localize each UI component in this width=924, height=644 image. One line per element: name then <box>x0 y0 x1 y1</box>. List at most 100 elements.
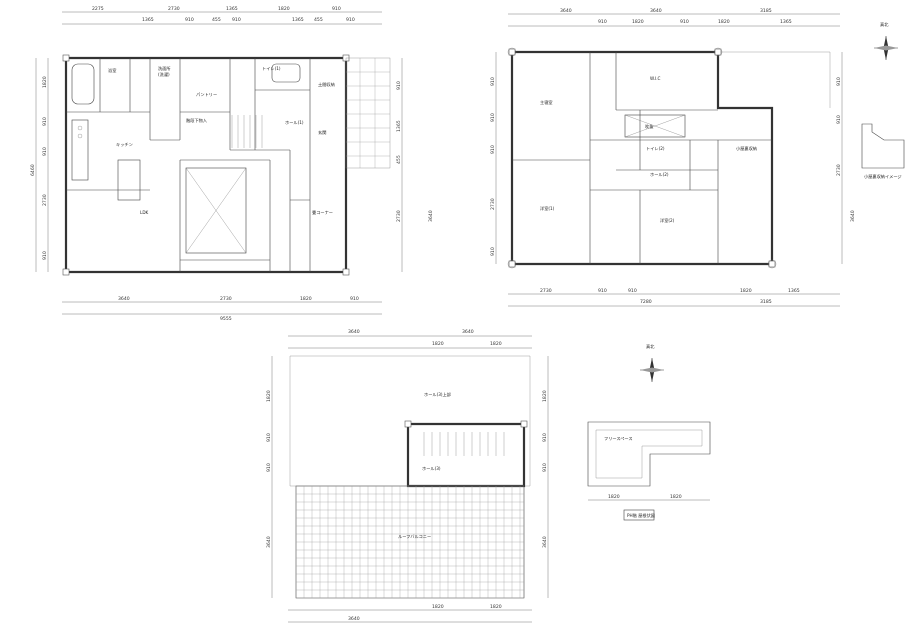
plan2-void <box>624 114 686 138</box>
plan1-right-dim: 455 <box>396 155 402 164</box>
plan3-left-dim: 1820 <box>266 390 272 402</box>
plan3-right-dim: 1820 <box>542 390 548 402</box>
plan2-left-dim: 910 <box>490 247 496 256</box>
attic-caption: 小屋裏収納イメージ <box>864 173 902 180</box>
third-floor-plan: 3640 3640 1820 1820 ホール(3) ルー <box>266 329 664 623</box>
plan2-right-dim: 910 <box>836 77 842 86</box>
plan1-bottom-dim: 2730 <box>220 296 232 302</box>
kitchen-counter <box>71 119 89 181</box>
plan1-left-dim: 910 <box>42 117 48 126</box>
plan1-top-dim: 910 <box>346 17 355 23</box>
plan2-top-dim: 3185 <box>760 8 772 14</box>
plan1-top-dim: 1365 <box>142 17 154 23</box>
north-label: 真北 <box>880 21 889 28</box>
room-label: ルーフバルコニー <box>398 534 431 539</box>
room-label: 浴室 <box>108 67 116 74</box>
room-label: (洗濯) <box>158 71 170 78</box>
bathtub <box>71 63 95 105</box>
plan1-left-dim: 910 <box>42 251 48 260</box>
room-label: LDK <box>140 210 149 215</box>
plan3-stairs <box>423 432 505 456</box>
plan1-right-dim: 910 <box>396 81 402 90</box>
plan1-top-dim: 1365 <box>292 17 304 23</box>
plan1-top-dim: 1365 <box>226 6 238 12</box>
room-label: キッチン <box>116 142 133 147</box>
plan1-left-dim: 910 <box>42 147 48 156</box>
plan3-top-dim: 1820 <box>490 341 502 347</box>
room-note: ホール(3)上部 <box>424 391 451 398</box>
room-label: ホール(2) <box>650 172 669 177</box>
room-label: 吹抜 <box>645 123 654 130</box>
plan1-left-total: 6460 <box>30 164 36 176</box>
plan3-bottom-total: 3640 <box>348 616 360 622</box>
plan1-bottom-dim: 910 <box>350 296 359 302</box>
plan1-top-dims-row1: 2275 2730 1365 1820 910 <box>92 6 341 12</box>
toilet-fixture <box>271 63 301 83</box>
plan1-right-total: 3640 <box>428 210 434 222</box>
plan1-top-dim: 910 <box>185 17 194 23</box>
plan1-left-dim: 1820 <box>42 76 48 88</box>
room-label: ホール(3) <box>422 466 441 471</box>
room-label: 洗面所 <box>158 65 171 72</box>
room-label: パントリー <box>196 92 217 97</box>
plan1-right-dim: 1365 <box>396 120 402 132</box>
plan2-top-dim: 1820 <box>632 19 644 25</box>
attic-image: 小屋裏収納イメージ <box>861 123 905 180</box>
plan2-right-dim: 3640 <box>850 210 856 222</box>
room-label: 小屋裏収納 <box>736 145 757 152</box>
plan2-top-dim: 1820 <box>718 19 730 25</box>
plan1-terrace-grid <box>345 57 391 169</box>
room-label: トイレ(2) <box>646 146 665 151</box>
north-arrow-icon <box>874 36 898 60</box>
plan1-top-dim: 455 <box>212 17 221 23</box>
plan1-right-dim: 2730 <box>396 210 402 222</box>
plan2-left-dim: 2730 <box>490 198 496 210</box>
plan1-stairs <box>231 115 263 148</box>
plan2-bottom-dim: 910 <box>598 288 607 294</box>
plan2-top-dim: 1365 <box>780 19 792 25</box>
plan3-left-dim: 910 <box>266 433 272 442</box>
plan3-right-dim: 910 <box>542 433 548 442</box>
roof-balcony-grid <box>295 485 524 599</box>
north-label: 真北 <box>646 343 655 350</box>
plan2-bottom-dim: 3185 <box>760 299 772 305</box>
room-label: W.I.C <box>650 76 661 81</box>
plan1-top-dim: 910 <box>232 17 241 23</box>
plan1-top-dim: 910 <box>332 6 341 12</box>
roof-dim: 1820 <box>670 494 682 500</box>
plan2-top-dim: 3640 <box>650 8 662 14</box>
plan1-left-dim: 2730 <box>42 194 48 206</box>
room-label: 畳コーナー <box>312 210 333 216</box>
plan2-right-dim: 910 <box>836 115 842 124</box>
plan1-top-dim: 1820 <box>278 6 290 12</box>
roof-dim: 1820 <box>608 494 620 500</box>
plan1-bottom-dim: 1820 <box>300 296 312 302</box>
roof-caption: PH階 屋根伏図 <box>627 512 655 519</box>
room-label: 階段下物入 <box>186 117 208 124</box>
plan3-top-dim: 3640 <box>348 329 360 335</box>
plan2-left-dim: 910 <box>490 77 496 86</box>
plan2-bottom-total: 7280 <box>640 299 652 305</box>
room-label: ホール(1) <box>285 120 304 125</box>
plan1-top-dim: 2275 <box>92 6 104 12</box>
plan3-right-dim: 3640 <box>542 536 548 548</box>
room-label: 玄関 <box>318 129 326 136</box>
plan1-top-dim: 2730 <box>168 6 180 12</box>
plan2-right-dim: 2730 <box>836 164 842 176</box>
roof-plan: フリースペース 1820 1820 PH階 屋根伏図 <box>587 421 711 521</box>
plan3-top-dim: 3640 <box>462 329 474 335</box>
plan2-bottom-dim: 1820 <box>740 288 752 294</box>
room-label: 洋室(2) <box>660 217 675 224</box>
plan3-top-dim: 1820 <box>432 341 444 347</box>
room-label: トイレ(1) <box>262 66 281 71</box>
plan2-top-dim: 910 <box>680 19 689 25</box>
plan2-left-dim: 910 <box>490 145 496 154</box>
plan2-bottom-dim: 1365 <box>788 288 800 294</box>
plan2-top-dim: 910 <box>598 19 607 25</box>
room-label: 土間収納 <box>318 81 335 88</box>
room-label: 洋室(1) <box>540 205 555 212</box>
plan2-left-dim: 910 <box>490 113 496 122</box>
plan1-bottom-dim: 3640 <box>118 296 130 302</box>
north-arrow-icon <box>640 358 664 382</box>
